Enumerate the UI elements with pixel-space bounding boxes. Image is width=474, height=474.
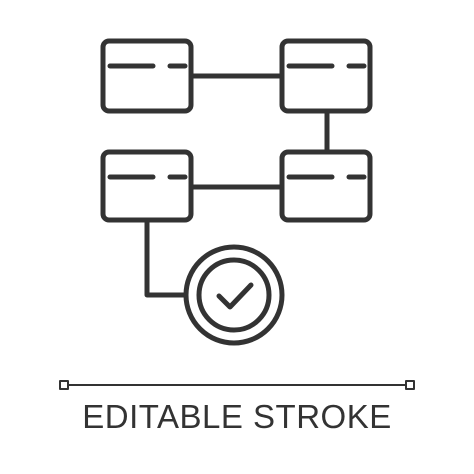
node-bottom-right [279, 149, 373, 223]
verified-badge [183, 244, 285, 346]
connector-to-check [144, 217, 189, 298]
node-top-right [279, 38, 373, 114]
node-bottom-left [100, 149, 194, 223]
editable-stroke-caption: EDITABLE STROKE [82, 398, 392, 435]
checkmark-icon [216, 282, 254, 310]
node-top-left [100, 38, 194, 114]
editable-stroke-indicator [59, 380, 415, 390]
